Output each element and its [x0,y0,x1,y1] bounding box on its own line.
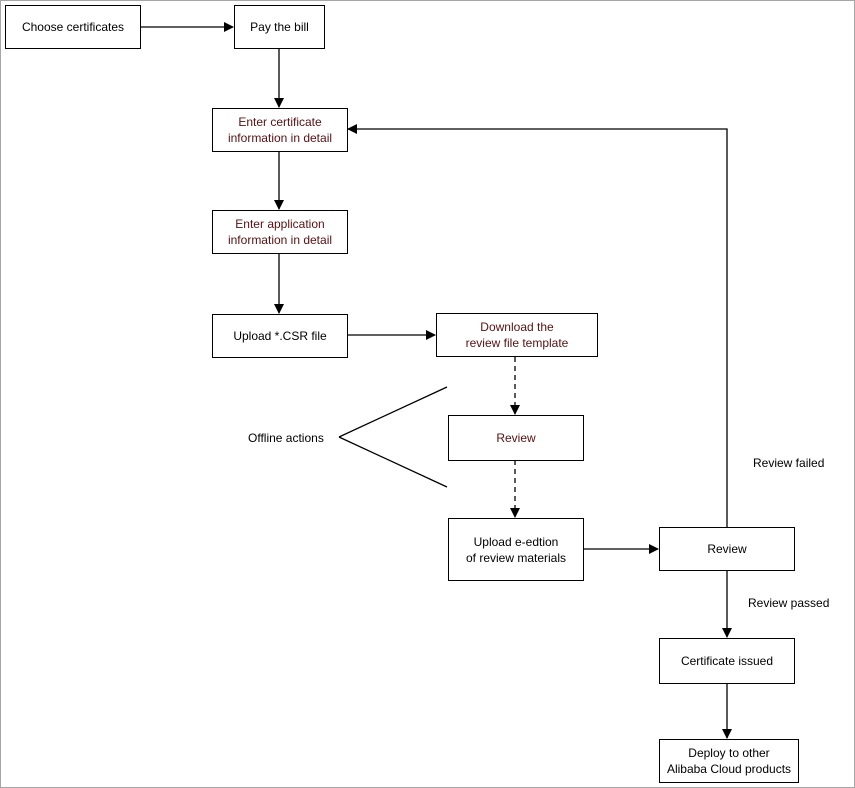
offline-actions-label: Offline actions [248,431,324,445]
deploy-node: Deploy to other Alibaba Cloud products [659,739,799,783]
upload-csr-node: Upload *.CSR file [212,314,348,358]
pay-bill-node: Pay the bill [234,5,325,49]
review-passed-label: Review passed [748,596,830,610]
offline-bracket-lower [338,436,448,488]
offline-bracket-upper [338,386,448,438]
upload-materials-node: Upload e-edtion of review materials [448,518,584,581]
review-failed-label: Review failed [753,456,825,470]
enter-application-info-node: Enter application information in detail [212,210,348,254]
enter-certificate-info-node: Enter certificate information in detail [212,108,348,152]
certificate-issued-node: Certificate issued [659,638,795,684]
edge-review-failed-loop [347,124,728,527]
download-template-node: Download the review file template [436,313,598,357]
review-node: Review [659,527,795,571]
choose-certificates-node: Choose certificates [5,5,141,49]
offline-review-node: Review [448,415,584,461]
